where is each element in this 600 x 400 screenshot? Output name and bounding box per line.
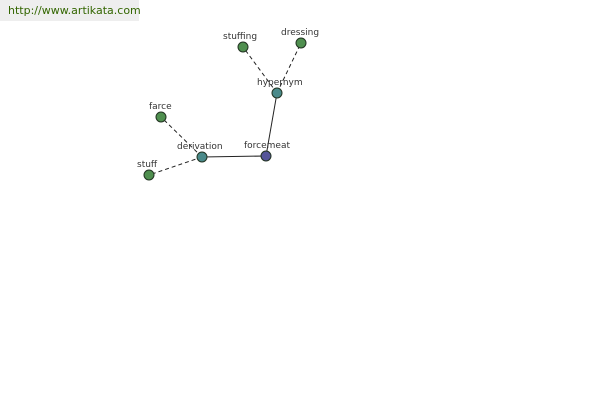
node-label-stuffing: stuffing <box>223 32 257 42</box>
edge-hypernym-stuffing <box>242 46 278 94</box>
node-farce[interactable] <box>155 111 167 123</box>
edge-forcemeat-derivation <box>201 155 267 158</box>
nodes-layer <box>143 37 307 181</box>
edge-derivation-farce <box>160 116 203 158</box>
node-label-dressing: dressing <box>281 28 319 38</box>
node-label-derivation: derivation <box>177 142 223 152</box>
node-forcemeat[interactable] <box>260 150 272 162</box>
node-stuff[interactable] <box>143 169 155 181</box>
node-dressing[interactable] <box>295 37 307 49</box>
node-label-stuff: stuff <box>137 160 158 170</box>
source-url-watermark: http://www.artikata.com <box>0 0 141 21</box>
labels-layer: forcemeat hypernym derivation stuffing dress… <box>137 28 319 170</box>
edge-hypernym-dressing <box>276 42 302 94</box>
node-label-farce: farce <box>149 102 172 112</box>
edge-forcemeat-hypernym <box>265 92 278 157</box>
node-label-forcemeat: forcemeat <box>244 141 290 151</box>
node-derivation[interactable] <box>196 151 208 163</box>
node-label-hypernym: hypernym <box>257 78 303 88</box>
node-stuffing[interactable] <box>237 41 249 53</box>
node-hypernym[interactable] <box>271 87 283 99</box>
edges-layer <box>148 42 302 176</box>
edge-derivation-stuff <box>148 156 203 176</box>
